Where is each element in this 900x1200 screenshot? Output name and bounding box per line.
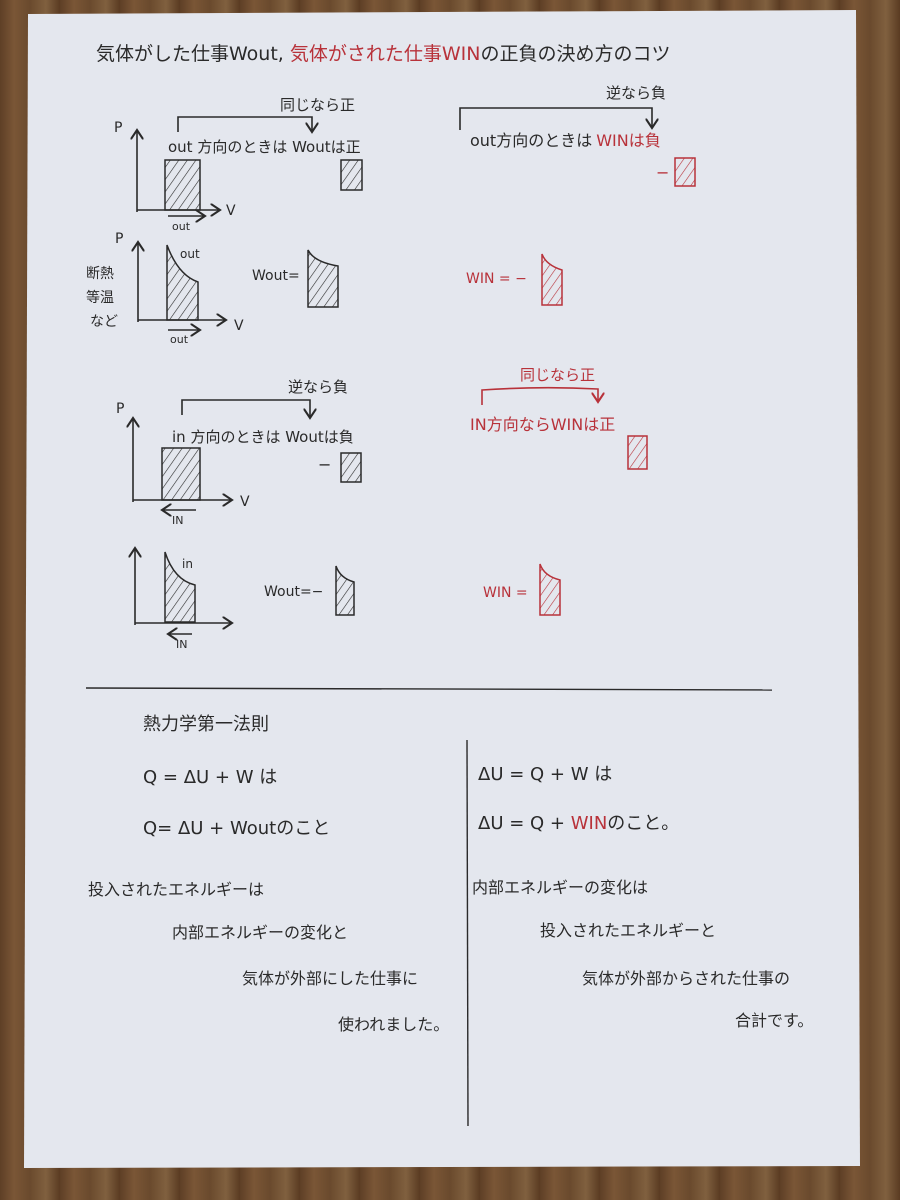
handwritten-text: Wout= — [252, 268, 300, 284]
handwritten-text: ΔU = Q + W は — [478, 764, 612, 785]
statement: out 方向のときは Woutは正 — [168, 138, 361, 156]
handwritten-text: out — [180, 247, 200, 261]
handwritten-text: P — [116, 401, 124, 417]
section2-left-diagram: P V out out 断熱 等温 など Wout= — [86, 231, 339, 346]
handwritten-text: 等温 — [86, 289, 114, 306]
handwritten-text: 内部エネルギーの変化と — [172, 923, 348, 942]
handwritten-text: in 方向のときは Woutは負 — [172, 428, 354, 446]
handwritten-text: 気体が外部からされた仕事の — [582, 969, 790, 988]
handwritten-text: Q = ΔU + W は — [143, 767, 277, 788]
handwritten-text: V — [226, 203, 236, 219]
paper-sheet — [24, 10, 860, 1168]
handwritten-text: 気体が外部にした仕事に — [242, 969, 418, 988]
handwritten-text: V — [240, 494, 250, 510]
law-right-column: ΔU = Q + W は ΔU = Q + WINのこと。 内部エネルギーの変化… — [472, 764, 813, 1030]
handwritten-text: IN方向ならWINは正 — [470, 415, 615, 434]
handwritten-text: 合計です。 — [735, 1011, 813, 1030]
section4-left-diagram: in IN Wout=− — [135, 548, 355, 651]
bracket-label: 同じなら正 — [280, 96, 355, 114]
handwritten-text: 同じなら正 — [520, 366, 595, 384]
handwritten-text: − — [318, 455, 331, 474]
section2-right-diagram: WIN = − — [466, 253, 563, 306]
section3-right-diagram: 同じなら正 IN方向ならWINは正 — [470, 366, 648, 470]
handwritten-text: Q= ΔU + Woutのこと — [143, 818, 330, 839]
section1-left-diagram: 同じなら正 out 方向のときは Woutは正 P V out — [114, 96, 363, 233]
handwritten-text: out — [170, 333, 189, 346]
handwritten-text: P — [115, 231, 123, 247]
handwritten-text: WIN = — [483, 585, 528, 601]
handwritten-text: in — [182, 557, 193, 571]
handwritten-text: IN — [172, 514, 183, 527]
handwritten-text: 内部エネルギーの変化は — [472, 878, 648, 897]
law-left-column: Q = ΔU + W は Q= ΔU + Woutのこと 投入されたエネルギーは… — [88, 767, 449, 1034]
handwritten-text: P — [114, 120, 122, 136]
handwritten-text: 投入されたエネルギーと — [540, 921, 716, 940]
section4-right-diagram: WIN = — [483, 563, 561, 616]
handwritten-text: 使われました。 — [338, 1015, 449, 1034]
law-heading: 熱力学第一法則 — [143, 714, 269, 735]
handwritten-text: V — [234, 318, 244, 334]
vertical-divider — [466, 739, 469, 1127]
page-title: 気体がした仕事Wout,気体がされた仕事WINの正負の決め方のコツ — [96, 43, 670, 65]
handwritten-text: 断熱 — [86, 266, 114, 282]
handwritten-text: IN — [176, 638, 187, 651]
horizontal-divider — [85, 687, 773, 691]
handwritten-text: 投入されたエネルギーは — [88, 880, 264, 899]
positive-area-icon — [340, 159, 363, 191]
handwritten-text: ΔU = Q + WINのこと。 — [478, 813, 679, 834]
handwritten-text: 逆なら負 — [288, 378, 348, 396]
handwritten-text: out — [172, 220, 191, 233]
handwritten-text: − — [656, 163, 669, 182]
handwritten-text: WIN = − — [466, 271, 527, 287]
negative-area-icon — [674, 157, 696, 187]
section3-left-diagram: 逆なら負 in 方向のときは Woutは負 P V IN − — [116, 378, 362, 527]
handwritten-text: 逆なら負 — [606, 84, 666, 102]
work-area — [164, 159, 201, 211]
handwritten-text: など — [90, 314, 118, 330]
handwritten-text: Wout=− — [264, 584, 323, 600]
